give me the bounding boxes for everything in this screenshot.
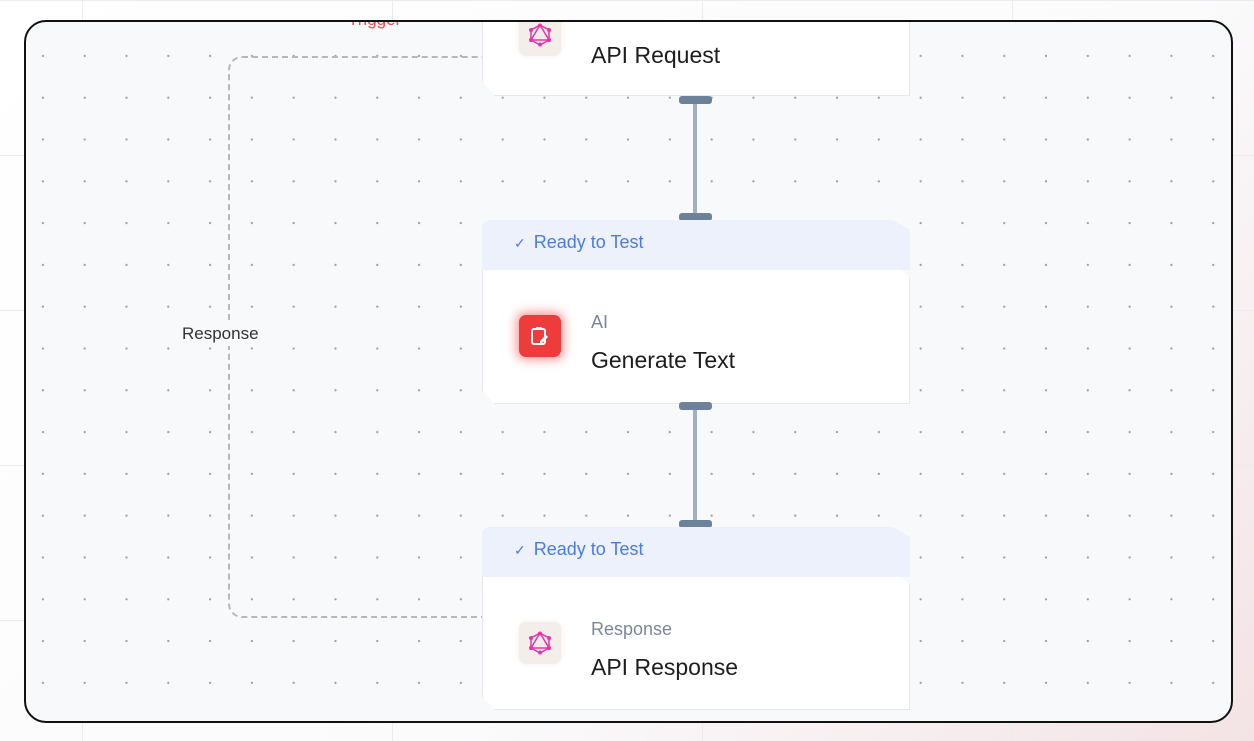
input-handle[interactable] — [679, 520, 712, 528]
connector-edge[interactable] — [693, 404, 697, 524]
status-bar: ✓ Ready to Test — [482, 220, 910, 270]
node-title: API Response — [591, 654, 739, 680]
node-category: AI — [591, 312, 609, 332]
status-text: Ready to Test — [533, 232, 644, 252]
graphql-icon — [519, 22, 561, 56]
output-handle[interactable] — [679, 402, 712, 410]
status-text: Ready to Test — [533, 539, 644, 559]
node-api-request[interactable]: API Request — [482, 22, 910, 96]
node-title: API Request — [591, 42, 721, 68]
node-api-response[interactable]: ✓ Ready to Test Response API Response — [482, 527, 910, 710]
trigger-label: Trigger — [348, 22, 401, 30]
check-icon: ✓ — [514, 235, 526, 251]
status-bar: ✓ Ready to Test — [482, 527, 910, 577]
ai-edit-icon — [519, 315, 561, 357]
connector-edge[interactable] — [693, 98, 697, 218]
workflow-canvas[interactable]: Trigger Response API Request ✓ Ready to T… — [24, 20, 1233, 723]
response-loop-edge[interactable] — [228, 56, 484, 618]
check-icon: ✓ — [514, 542, 526, 558]
output-handle[interactable] — [679, 96, 712, 104]
graphql-icon — [519, 622, 561, 664]
node-category: Response — [591, 619, 673, 639]
node-title: Generate Text — [591, 347, 736, 373]
input-handle[interactable] — [679, 213, 712, 221]
node-generate-text[interactable]: ✓ Ready to Test AI Generate Text — [482, 220, 910, 404]
loop-edge-label: Response — [180, 322, 261, 346]
